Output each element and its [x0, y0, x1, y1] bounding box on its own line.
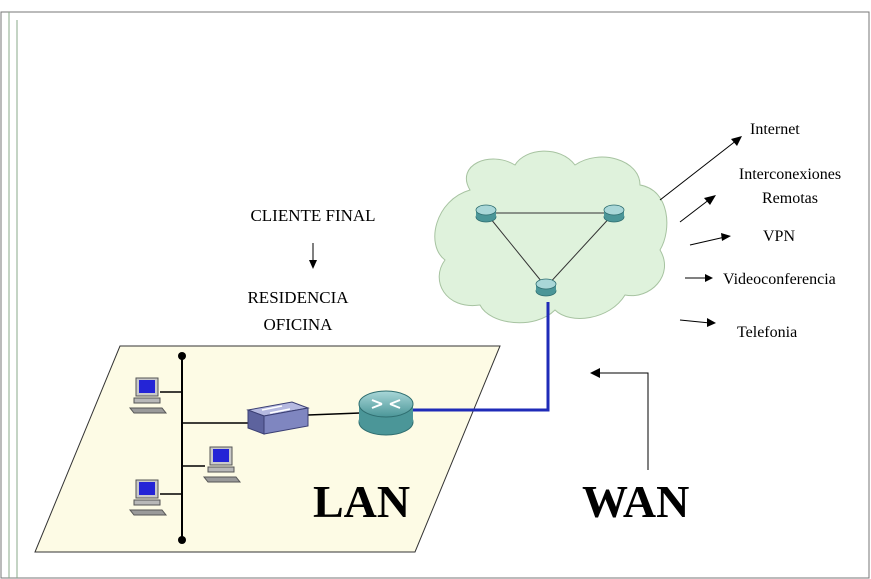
client-sub-line1: RESIDENCIA: [247, 288, 349, 307]
client-sub-line2: OFICINA: [264, 315, 334, 334]
wan-label: WAN: [582, 476, 689, 527]
cloud-link-right: [545, 212, 615, 288]
page-frame: [0, 11, 870, 579]
bus-end-bottom: [178, 536, 186, 544]
service-telefonia: Telefonia: [737, 324, 797, 341]
bus-end-top: [178, 352, 186, 360]
service-arrows: [659, 136, 742, 327]
service-internet: Internet: [750, 121, 800, 138]
switch-icon: [246, 401, 310, 435]
cloud-router-left-icon: [475, 204, 497, 223]
cloud-router-right-icon: [603, 204, 625, 223]
cloud-link-left: [485, 212, 547, 288]
client-title: CLIENTE FINAL: [250, 206, 375, 225]
service-videoconferencia: Videoconferencia: [723, 271, 836, 288]
wan-cloud: [434, 150, 668, 324]
lan-plane: [34, 345, 501, 553]
service-vpn: VPN: [763, 228, 795, 245]
service-interconexiones: Interconexiones: [739, 166, 841, 183]
wan-link: [413, 302, 550, 412]
wan-pointer-arrow: [596, 372, 649, 470]
cloud-router-bottom-icon: [535, 278, 557, 297]
service-remotas: Remotas: [762, 190, 818, 207]
router-icon: [358, 390, 414, 436]
lan-label: LAN: [313, 476, 410, 527]
